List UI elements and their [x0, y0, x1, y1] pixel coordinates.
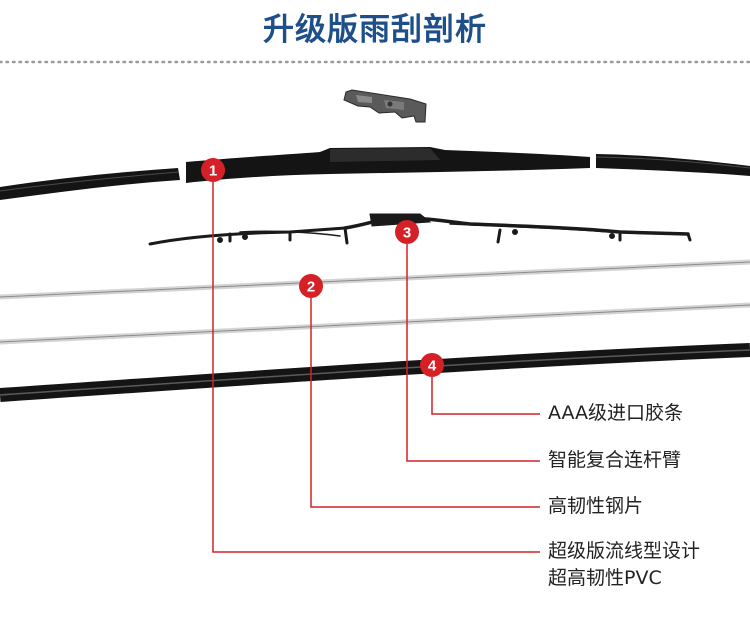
linkage-arm-part	[148, 213, 692, 246]
callout-label-3: 智能复合连杆臂	[548, 449, 682, 471]
callout-badge-3: 3	[395, 220, 419, 244]
callout-label-1-line-1: 超级版流线型设计	[548, 540, 701, 562]
callout-badge-1: 1	[201, 158, 225, 182]
callout-leaders	[212, 182, 540, 553]
connector-clip-part	[343, 89, 427, 123]
rubber-strip-part	[0, 343, 750, 402]
leader-line-1	[212, 182, 540, 553]
callout-badge-number: 4	[428, 358, 437, 375]
callout-label-2: 高韧性钢片	[548, 495, 644, 517]
leader-line-2	[310, 298, 540, 508]
page-title: 升级版雨刮剖析	[263, 12, 487, 48]
spoiler-cover-part	[0, 147, 750, 200]
callout-badge-number: 1	[209, 163, 217, 180]
callout-badge-4: 4	[420, 353, 444, 377]
leader-line-3	[406, 244, 540, 462]
callout-badge-number: 2	[307, 279, 315, 296]
callout-badge-2: 2	[299, 274, 323, 298]
steel-spring-part	[0, 259, 750, 345]
callout-label-4: AAA级进口胶条	[548, 402, 684, 424]
leader-line-4	[431, 377, 540, 415]
callout-badge-number: 3	[403, 225, 411, 242]
callout-label-1-line-2: 超高韧性PVC	[548, 567, 662, 589]
